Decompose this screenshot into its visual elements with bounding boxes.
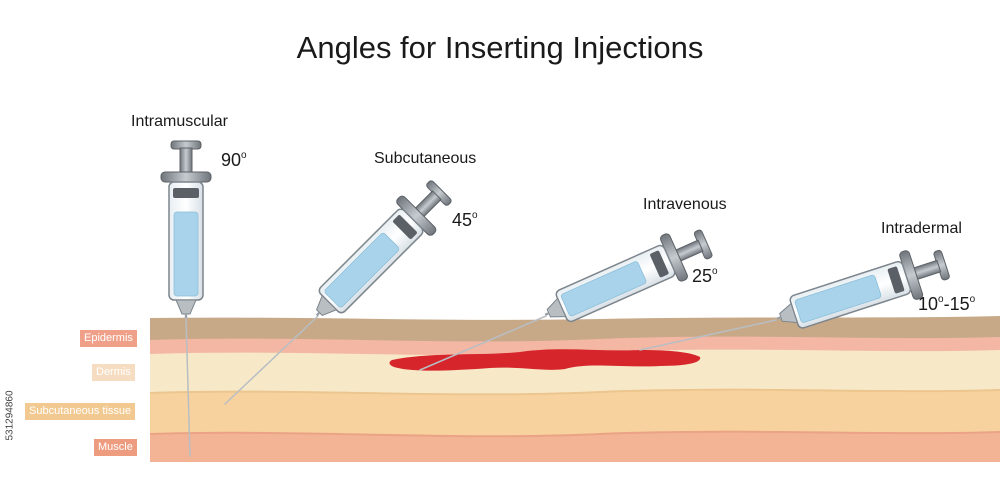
layer-tag-dermis: Dermis bbox=[92, 364, 135, 381]
needle-intramuscular bbox=[185, 317, 191, 457]
stock-id: 531294860 bbox=[4, 390, 16, 441]
label-intravenous: Intravenous bbox=[643, 196, 727, 213]
syringe-intramuscular bbox=[160, 140, 212, 319]
label-subcutaneous: Subcutaneous bbox=[374, 150, 477, 167]
subcutaneous-layer bbox=[150, 386, 1000, 437]
degree-mark: o bbox=[472, 210, 478, 221]
degree-mark: o bbox=[241, 150, 247, 161]
layer-tag-subcutaneous-tissue: Subcutaneous tissue bbox=[25, 403, 136, 420]
label-intradermal: Intradermal bbox=[881, 220, 962, 237]
needle-intravenous bbox=[419, 315, 547, 371]
page-title: Angles for Inserting Injections bbox=[296, 30, 704, 65]
skin-cross-section bbox=[149, 316, 1000, 462]
angle-intradermal: 10o-15o bbox=[918, 294, 976, 314]
layer-tag-epidermis: Epidermis bbox=[80, 330, 137, 347]
blood-vessel bbox=[389, 349, 701, 371]
angle-intravenous: 25o bbox=[692, 266, 718, 286]
dermis-layer bbox=[150, 347, 1000, 395]
degree-mark: o bbox=[969, 294, 976, 305]
muscle-layer bbox=[150, 427, 1000, 462]
degree-mark: o bbox=[938, 294, 944, 305]
needle-intradermal bbox=[639, 319, 777, 351]
needle-subcutaneous bbox=[224, 315, 319, 405]
degree-mark: o bbox=[712, 266, 718, 277]
syringe-subcutaneous bbox=[298, 171, 461, 334]
label-intramuscular: Intramuscular bbox=[131, 113, 228, 130]
angle-subcutaneous: 45o bbox=[452, 210, 478, 230]
skin-surface bbox=[150, 316, 1000, 342]
angle-intramuscular: 90o bbox=[221, 150, 247, 170]
needles bbox=[185, 315, 777, 457]
layer-tag-muscle: Muscle bbox=[94, 439, 137, 456]
